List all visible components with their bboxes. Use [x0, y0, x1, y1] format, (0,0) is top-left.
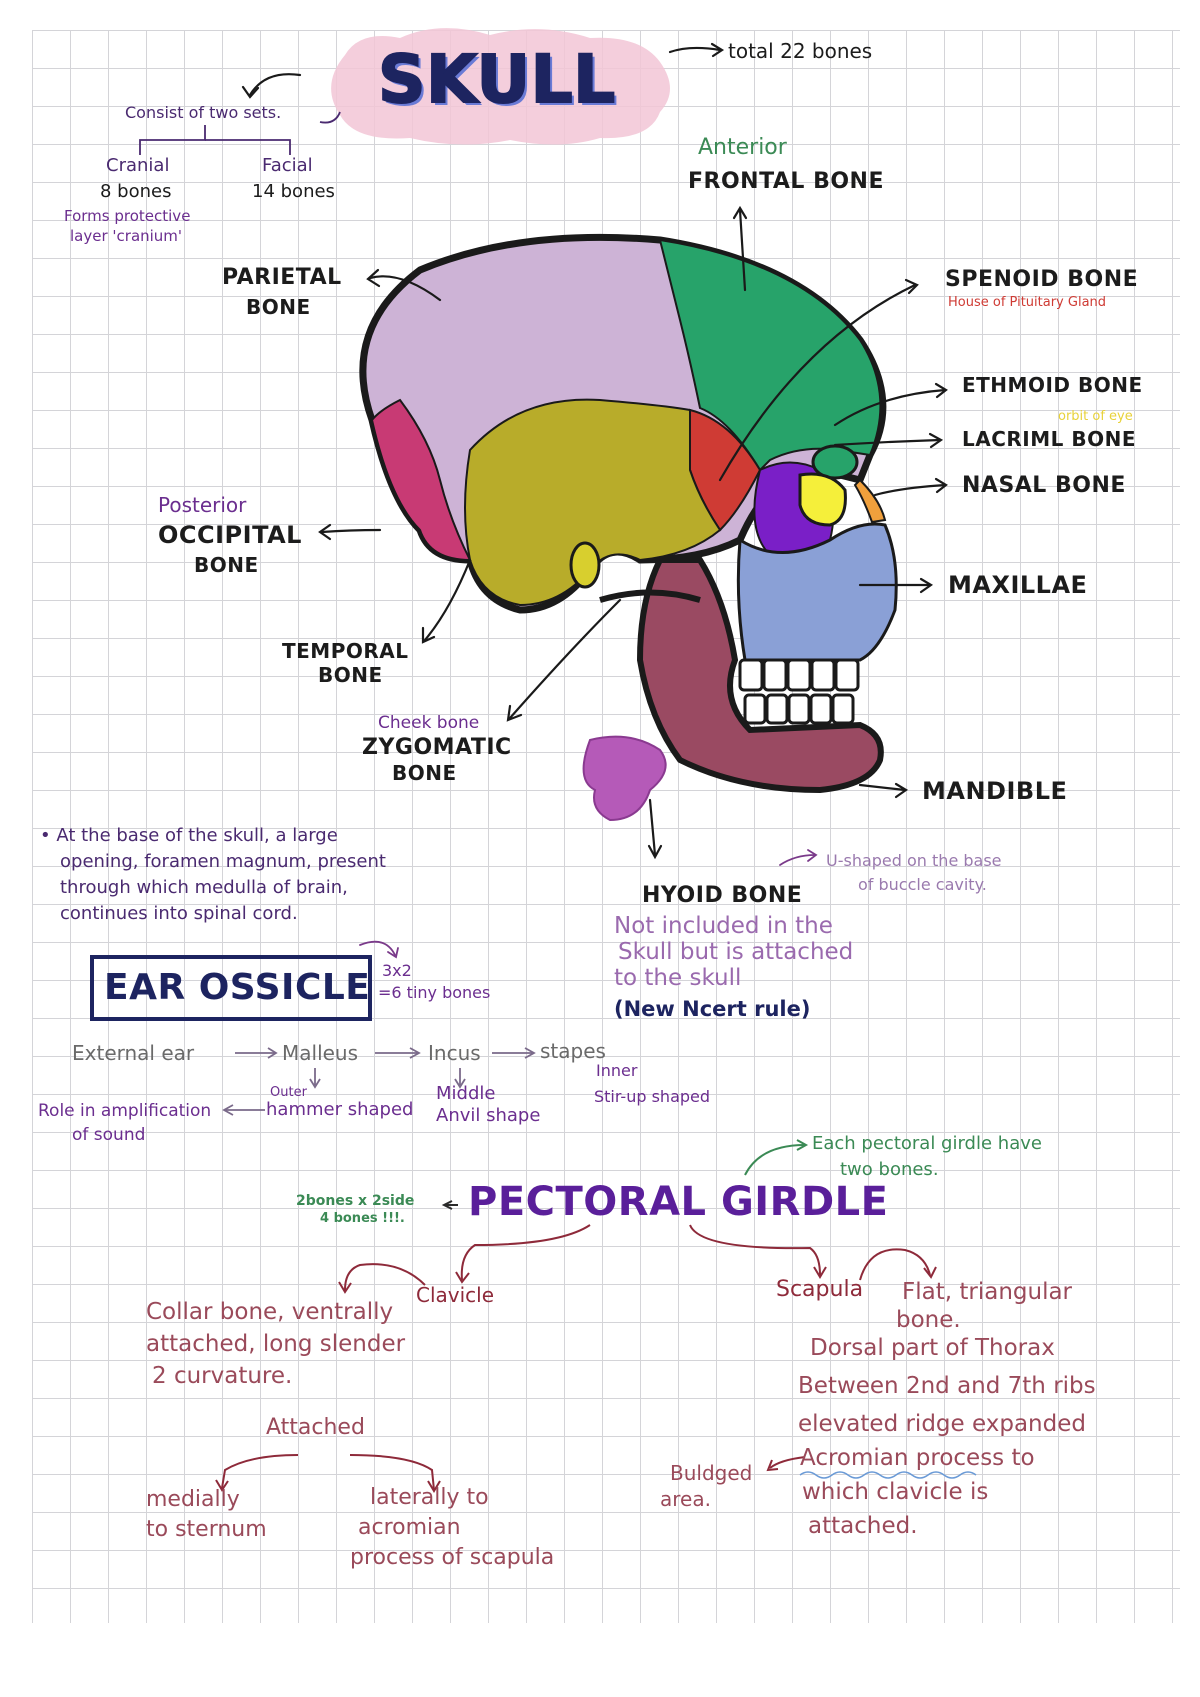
- medially-line-2: to sternum: [146, 1517, 267, 1542]
- zygomatic-label-2: BONE: [392, 761, 457, 785]
- pectoral-each-2: two bones.: [840, 1159, 939, 1180]
- teeth: [738, 658, 860, 725]
- scapula-line-5: elevated ridge expanded: [798, 1411, 1086, 1437]
- lacrimal-note: orbit of eye: [1058, 409, 1133, 424]
- malleus-label: Malleus: [282, 1041, 359, 1065]
- clavicle-label: Clavicle: [416, 1283, 495, 1307]
- hyoid-shape-1: U-shaped on the base: [826, 851, 1002, 870]
- total-bones: total 22 bones: [728, 39, 873, 63]
- mandible-label: MANDIBLE: [922, 777, 1068, 805]
- hyoid-note-4: (New Ncert rule): [614, 997, 811, 1021]
- scapula-line-2: bone.: [896, 1307, 961, 1333]
- mandible: [636, 557, 884, 794]
- parietal-label-2: BONE: [246, 295, 311, 319]
- attached-label: Attached: [266, 1415, 365, 1440]
- pectoral-title: PECTORAL GIRDLE: [468, 1179, 889, 1225]
- pectoral-count-1: 2bones x 2side: [296, 1193, 415, 1209]
- foramen-line-2: opening, foramen magnum, present: [60, 851, 386, 872]
- inner-label: Inner: [596, 1061, 638, 1080]
- hyoid-note-3: to the skull: [614, 965, 742, 991]
- laterally-line-1: laterally to: [370, 1485, 489, 1510]
- ear-count-1: 3x2: [382, 961, 412, 980]
- foramen-line-1: • At the base of the skull, a large: [40, 825, 338, 846]
- frontal-label: FRONTAL BONE: [688, 169, 884, 194]
- incus-label: Incus: [428, 1041, 481, 1065]
- middle-label: Middle: [436, 1083, 496, 1104]
- hyoid-note-1: Not included in the: [614, 913, 833, 939]
- cranial-count: 8 bones: [100, 181, 172, 202]
- hammer-label: hammer shaped: [266, 1099, 414, 1120]
- nasal-label: NASAL BONE: [962, 473, 1126, 498]
- temporal-bone: [464, 398, 722, 607]
- temporal-label-2: BONE: [318, 663, 383, 687]
- medially-line-1: medially: [146, 1487, 240, 1512]
- maxillae-label: MAXILLAE: [948, 571, 1088, 599]
- scapula-line-4: Between 2nd and 7th ribs: [798, 1373, 1096, 1399]
- frontal-note: Anterior: [698, 135, 787, 160]
- scapula-line-1: Flat, triangular: [902, 1279, 1073, 1305]
- scapula-line-8: attached.: [808, 1513, 918, 1539]
- role-line-2: of sound: [72, 1125, 146, 1145]
- occipital-label-1: OCCIPITAL: [158, 521, 302, 549]
- laterally-line-2: acromian: [358, 1515, 461, 1540]
- sphenoid-label: SPENOID BONE: [945, 267, 1139, 292]
- role-line-1: Role in amplification: [38, 1101, 212, 1121]
- zygomatic-note: Cheek bone: [378, 713, 480, 733]
- pectoral-each-1: Each pectoral girdle have: [812, 1133, 1042, 1154]
- parietal-label-1: PARIETAL: [222, 265, 342, 290]
- temporal-label-1: TEMPORAL: [282, 639, 409, 663]
- external-ear: External ear: [72, 1041, 195, 1065]
- laterally-line-3: process of scapula: [350, 1545, 555, 1570]
- maxillae: [736, 522, 898, 662]
- skull-title: SKULL: [377, 41, 616, 118]
- clavicle-line-1: Collar bone, ventrally: [146, 1299, 394, 1325]
- stapes-label: stapes: [540, 1039, 606, 1063]
- scapula-line-7: which clavicle is: [802, 1479, 989, 1505]
- zygomatic-arch: [599, 589, 701, 603]
- bulged-line-1: Buldged: [670, 1461, 753, 1485]
- scapula-label: Scapula: [776, 1277, 864, 1302]
- hyoid-bone: [582, 735, 667, 822]
- clavicle-line-2: attached, long slender: [146, 1331, 406, 1357]
- consist-label: Consist of two sets.: [125, 103, 282, 122]
- sphenoid-note: House of Pituitary Gland: [948, 295, 1107, 310]
- zygomatic-label-1: ZYGOMATIC: [362, 735, 512, 760]
- cranial-note-2: layer 'cranium': [70, 227, 183, 245]
- cranial-label: Cranial: [106, 155, 170, 176]
- mastoid-process: [569, 541, 601, 589]
- hyoid-label: HYOID BONE: [642, 883, 803, 908]
- scapula-line-6: Acromian process to: [800, 1445, 1035, 1471]
- foramen-line-3: through which medulla of brain,: [60, 877, 348, 898]
- orbit-eye: [798, 472, 847, 527]
- occipital-note: Posterior: [158, 493, 247, 517]
- clavicle-line-3: 2 curvature.: [152, 1363, 293, 1389]
- frontal-bone: [658, 238, 882, 472]
- ear-count-2: =6 tiny bones: [378, 983, 491, 1002]
- anvil-label: Anvil shape: [436, 1105, 541, 1126]
- facial-label: Facial: [262, 155, 313, 176]
- cranial-note-1: Forms protective: [64, 207, 191, 225]
- occipital-bone: [370, 398, 472, 562]
- ear-ossicle-title: EAR OSSICLE: [104, 967, 371, 1008]
- hyoid-note-2: Skull but is attached: [618, 939, 854, 965]
- foramen-line-4: continues into spinal cord.: [60, 903, 298, 924]
- ear-ossicle-box: [90, 955, 372, 1021]
- hyoid-shape-2: of buccle cavity.: [858, 875, 987, 894]
- occipital-label-2: BONE: [194, 553, 259, 577]
- pectoral-count-2: 4 bones !!!.: [320, 1211, 405, 1226]
- facial-count: 14 bones: [252, 181, 335, 202]
- lacrimal-label: LACRIML BONE: [962, 427, 1136, 451]
- bulged-line-2: area.: [660, 1487, 711, 1511]
- nasal-bone: [853, 478, 887, 524]
- stirrup-label: Stir-up shaped: [594, 1087, 711, 1106]
- scapula-line-3: Dorsal part of Thorax: [810, 1335, 1055, 1361]
- outer-label: Outer: [270, 1085, 307, 1100]
- ethmoid-label: ETHMOID BONE: [962, 373, 1143, 397]
- title-cloud: [331, 28, 670, 145]
